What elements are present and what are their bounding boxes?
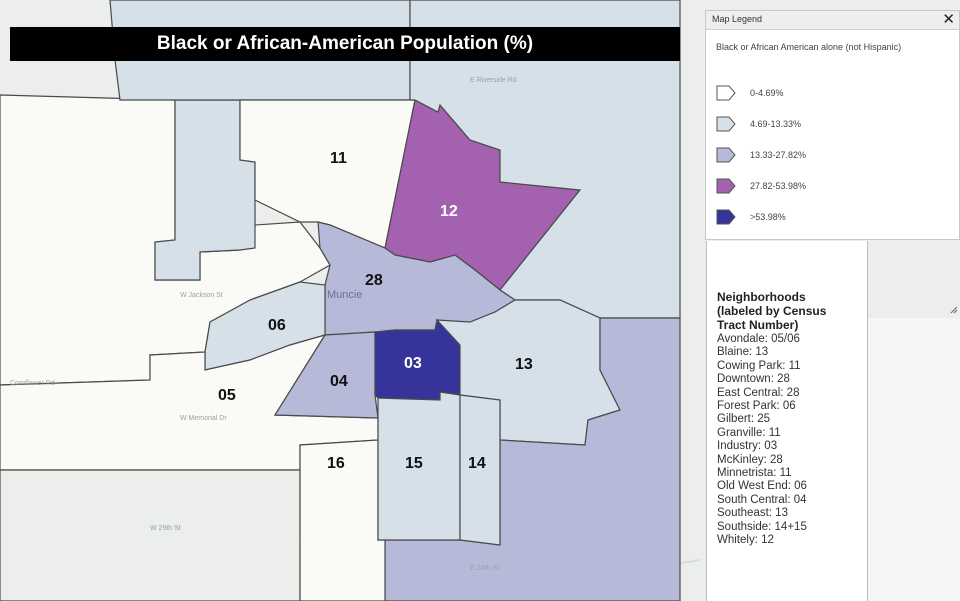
- legend-swatch: [716, 85, 736, 101]
- neighborhood-entry: Granville: 11: [717, 426, 781, 439]
- legend-item: 4.69-13.33%: [716, 114, 946, 136]
- neighborhood-entry: McKinley: 28: [717, 453, 783, 466]
- svg-text:W 29th St: W 29th St: [150, 525, 181, 532]
- neighborhoods-title-line: Neighborhoods: [717, 290, 806, 304]
- map-title: Black or African-American Population (%): [10, 27, 680, 61]
- tract-04[interactable]: [273, 331, 379, 419]
- legend-swatch: [716, 178, 736, 194]
- tract-label-06: 06: [268, 317, 286, 334]
- legend-swatch: [716, 209, 736, 225]
- legend-subtitle: Black or African American alone (not His…: [716, 42, 902, 52]
- neighborhood-entry: Cowing Park: 11: [717, 359, 801, 372]
- map-extent-right: [868, 318, 960, 601]
- legend-swatch: [716, 116, 736, 132]
- neighborhood-entry: Minnetrista: 11: [717, 467, 792, 480]
- svg-text:W Memorial Dr: W Memorial Dr: [180, 415, 227, 422]
- neighborhood-entry: South Central: 04: [717, 493, 807, 506]
- tract-label-05: 05: [218, 387, 236, 404]
- neighborhood-entry: Old West End: 06: [717, 480, 807, 493]
- legend-item: 0-4.69%: [716, 83, 946, 105]
- legend-item-label: 27.82-53.98%: [750, 181, 807, 191]
- neighborhood-entry: Industry: 03: [717, 440, 778, 453]
- neighborhoods-title-line: Tract Number): [717, 318, 799, 332]
- neighborhood-entry: Southside: 14+15: [717, 520, 807, 533]
- tract-14[interactable]: [459, 394, 501, 546]
- neighborhood-entry: Forest Park: 06: [717, 400, 796, 413]
- legend-item-label: 13.33-27.82%: [750, 150, 807, 160]
- legend-swatch: [716, 147, 736, 163]
- tract-label-16: 16: [327, 455, 345, 472]
- tract-label-04: 04: [330, 373, 348, 390]
- legend-header-title: Map Legend: [712, 14, 763, 24]
- neighborhood-entry: Downtown: 28: [717, 373, 790, 386]
- tract-label-12: 12: [440, 203, 458, 220]
- legend-item: 27.82-53.98%: [716, 176, 946, 198]
- legend-header: Map Legend ✕: [706, 11, 959, 30]
- neighborhood-entry: Southeast: 13: [717, 507, 788, 520]
- neighborhood-entry: Gilbert: 25: [717, 413, 771, 426]
- legend-item: 13.33-27.82%: [716, 145, 946, 167]
- legend-item: >53.98%: [716, 207, 946, 229]
- neighborhoods-title-line: (labeled by Census: [717, 304, 827, 318]
- svg-text:E Riverside Rd: E Riverside Rd: [470, 77, 517, 84]
- neighborhood-entry: East Central: 28: [717, 386, 800, 399]
- tract-label-15: 15: [405, 455, 423, 472]
- road-labels: E Riverside Rd W Jackson St W Memorial D…: [10, 77, 517, 572]
- tract-label-13: 13: [515, 356, 533, 373]
- tract-label-03: 03: [404, 355, 422, 372]
- neighborhood-entry: Whitely: 12: [717, 534, 774, 547]
- svg-text:Cornflower Rd: Cornflower Rd: [10, 380, 55, 387]
- tract-label-14: 14: [468, 455, 486, 472]
- svg-text:W Jackson St: W Jackson St: [180, 292, 223, 299]
- neighborhood-entry: Blaine: 13: [717, 346, 769, 359]
- svg-text:E 24th St: E 24th St: [470, 565, 499, 572]
- tract-southwest[interactable]: [0, 469, 301, 601]
- legend-item-label: 0-4.69%: [750, 88, 784, 98]
- tract-label-28: 28: [365, 272, 383, 289]
- legend-item-label: >53.98%: [750, 212, 786, 222]
- neighborhoods-panel: Neighborhoods (labeled by Census Tract N…: [706, 241, 868, 601]
- legend-item-label: 4.69-13.33%: [750, 119, 802, 129]
- place-label: Muncie: [327, 289, 362, 301]
- close-icon[interactable]: ✕: [942, 11, 955, 28]
- resize-grip-icon[interactable]: [950, 306, 958, 314]
- neighborhood-entry: Avondale: 05/06: [717, 333, 800, 345]
- tract-label-11: 11: [330, 150, 347, 167]
- map-legend-panel: Map Legend ✕ Black or African American a…: [705, 10, 960, 240]
